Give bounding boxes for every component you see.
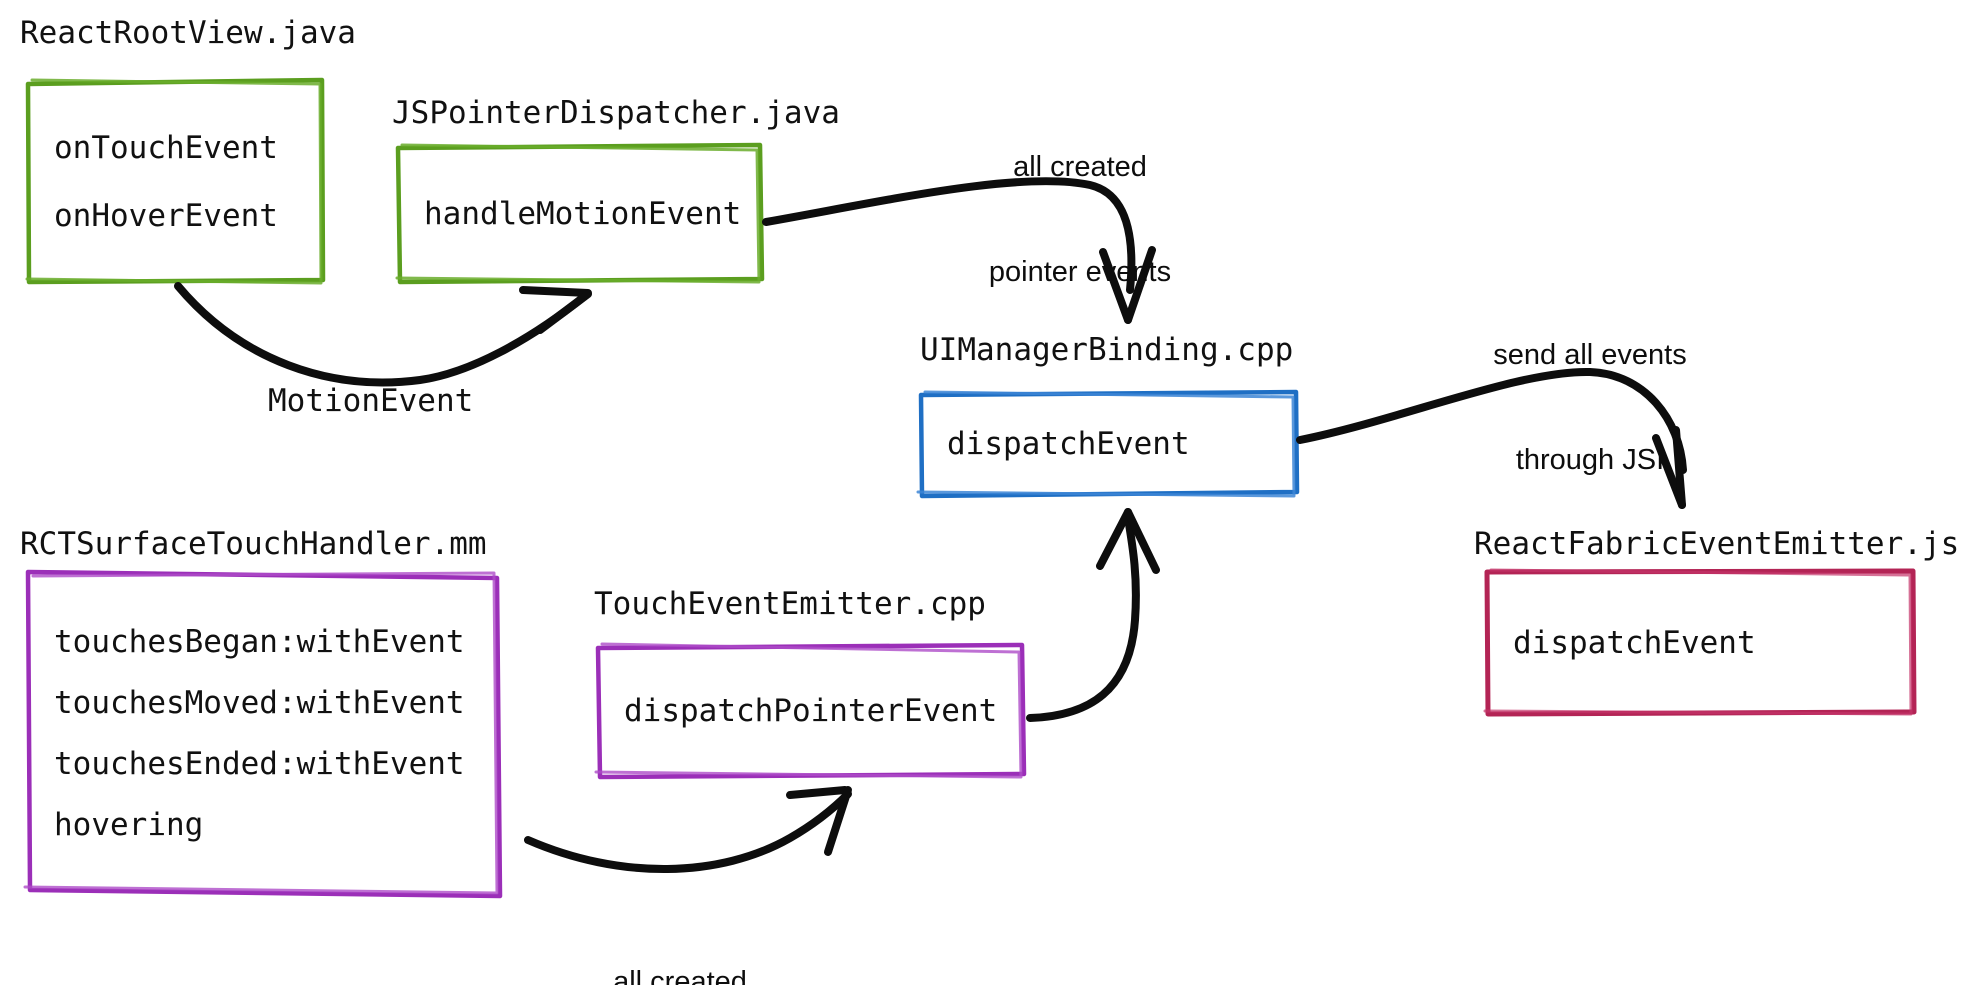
edge-label-android-line1: all created bbox=[1013, 151, 1147, 183]
node-line-touches-moved: touchesMoved:withEvent bbox=[54, 684, 465, 721]
edge-arrow-motion-event bbox=[174, 282, 592, 387]
node-title-react-fabric-event-emitter: ReactFabricEventEmitter.js bbox=[1474, 526, 1960, 562]
node-title-touch-event-emitter: TouchEventEmitter.cpp bbox=[594, 586, 986, 622]
edge-label-android-pointer-events: all created pointer events bbox=[930, 80, 1230, 360]
edge-arrow-ios-pointer-events bbox=[524, 786, 852, 873]
node-line-touches-began: touchesBegan:withEvent bbox=[54, 623, 465, 660]
node-line-hovering: hovering bbox=[54, 806, 204, 843]
node-line-dispatch-event-js: dispatchEvent bbox=[1513, 624, 1756, 661]
edge-label-android-line2: pointer events bbox=[988, 256, 1172, 288]
node-line-dispatch-pointer-event: dispatchPointerEvent bbox=[624, 693, 998, 729]
node-touch-event-emitter[interactable]: dispatchPointerEvent bbox=[598, 645, 1024, 777]
edge-label-jsi-line1: send all events bbox=[1493, 339, 1687, 371]
node-react-root-view[interactable]: onTouchEvent onHoverEvent bbox=[28, 80, 323, 283]
edge-label-motion-event: MotionEvent bbox=[268, 383, 474, 419]
node-line-dispatch-event-cpp: dispatchEvent bbox=[947, 426, 1190, 462]
node-line-on-hover-event: onHoverEvent bbox=[54, 197, 278, 234]
edge-label-ios-pointer-events: all created pointer events bbox=[530, 895, 830, 985]
edge-label-jsi-line2: through JSI bbox=[1515, 444, 1665, 476]
node-title-js-pointer-dispatcher: JSPointerDispatcher.java bbox=[392, 95, 840, 131]
node-line-on-touch-event: onTouchEvent bbox=[54, 129, 278, 166]
node-ui-manager-binding[interactable]: dispatchEvent bbox=[921, 392, 1297, 496]
node-line-touches-ended: touchesEnded:withEvent bbox=[54, 745, 465, 782]
node-title-rct-surface-touch-handler: RCTSurfaceTouchHandler.mm bbox=[20, 526, 487, 562]
edge-label-ios-line1: all created bbox=[613, 966, 747, 985]
node-line-handle-motion-event: handleMotionEvent bbox=[424, 195, 742, 232]
node-js-pointer-dispatcher[interactable]: handleMotionEvent bbox=[398, 145, 762, 282]
node-react-fabric-event-emitter[interactable]: dispatchEvent bbox=[1487, 571, 1914, 714]
edge-label-jsi-bridge: send all events through JSI bbox=[1430, 268, 1750, 548]
node-title-ui-manager-binding: UIManagerBinding.cpp bbox=[920, 332, 1294, 368]
edge-arrow-emitter-to-binding bbox=[1026, 508, 1160, 722]
node-rct-surface-touch-handler[interactable]: touchesBegan:withEvent touchesMoved:with… bbox=[28, 572, 500, 894]
node-title-react-root-view: ReactRootView.java bbox=[20, 15, 356, 51]
